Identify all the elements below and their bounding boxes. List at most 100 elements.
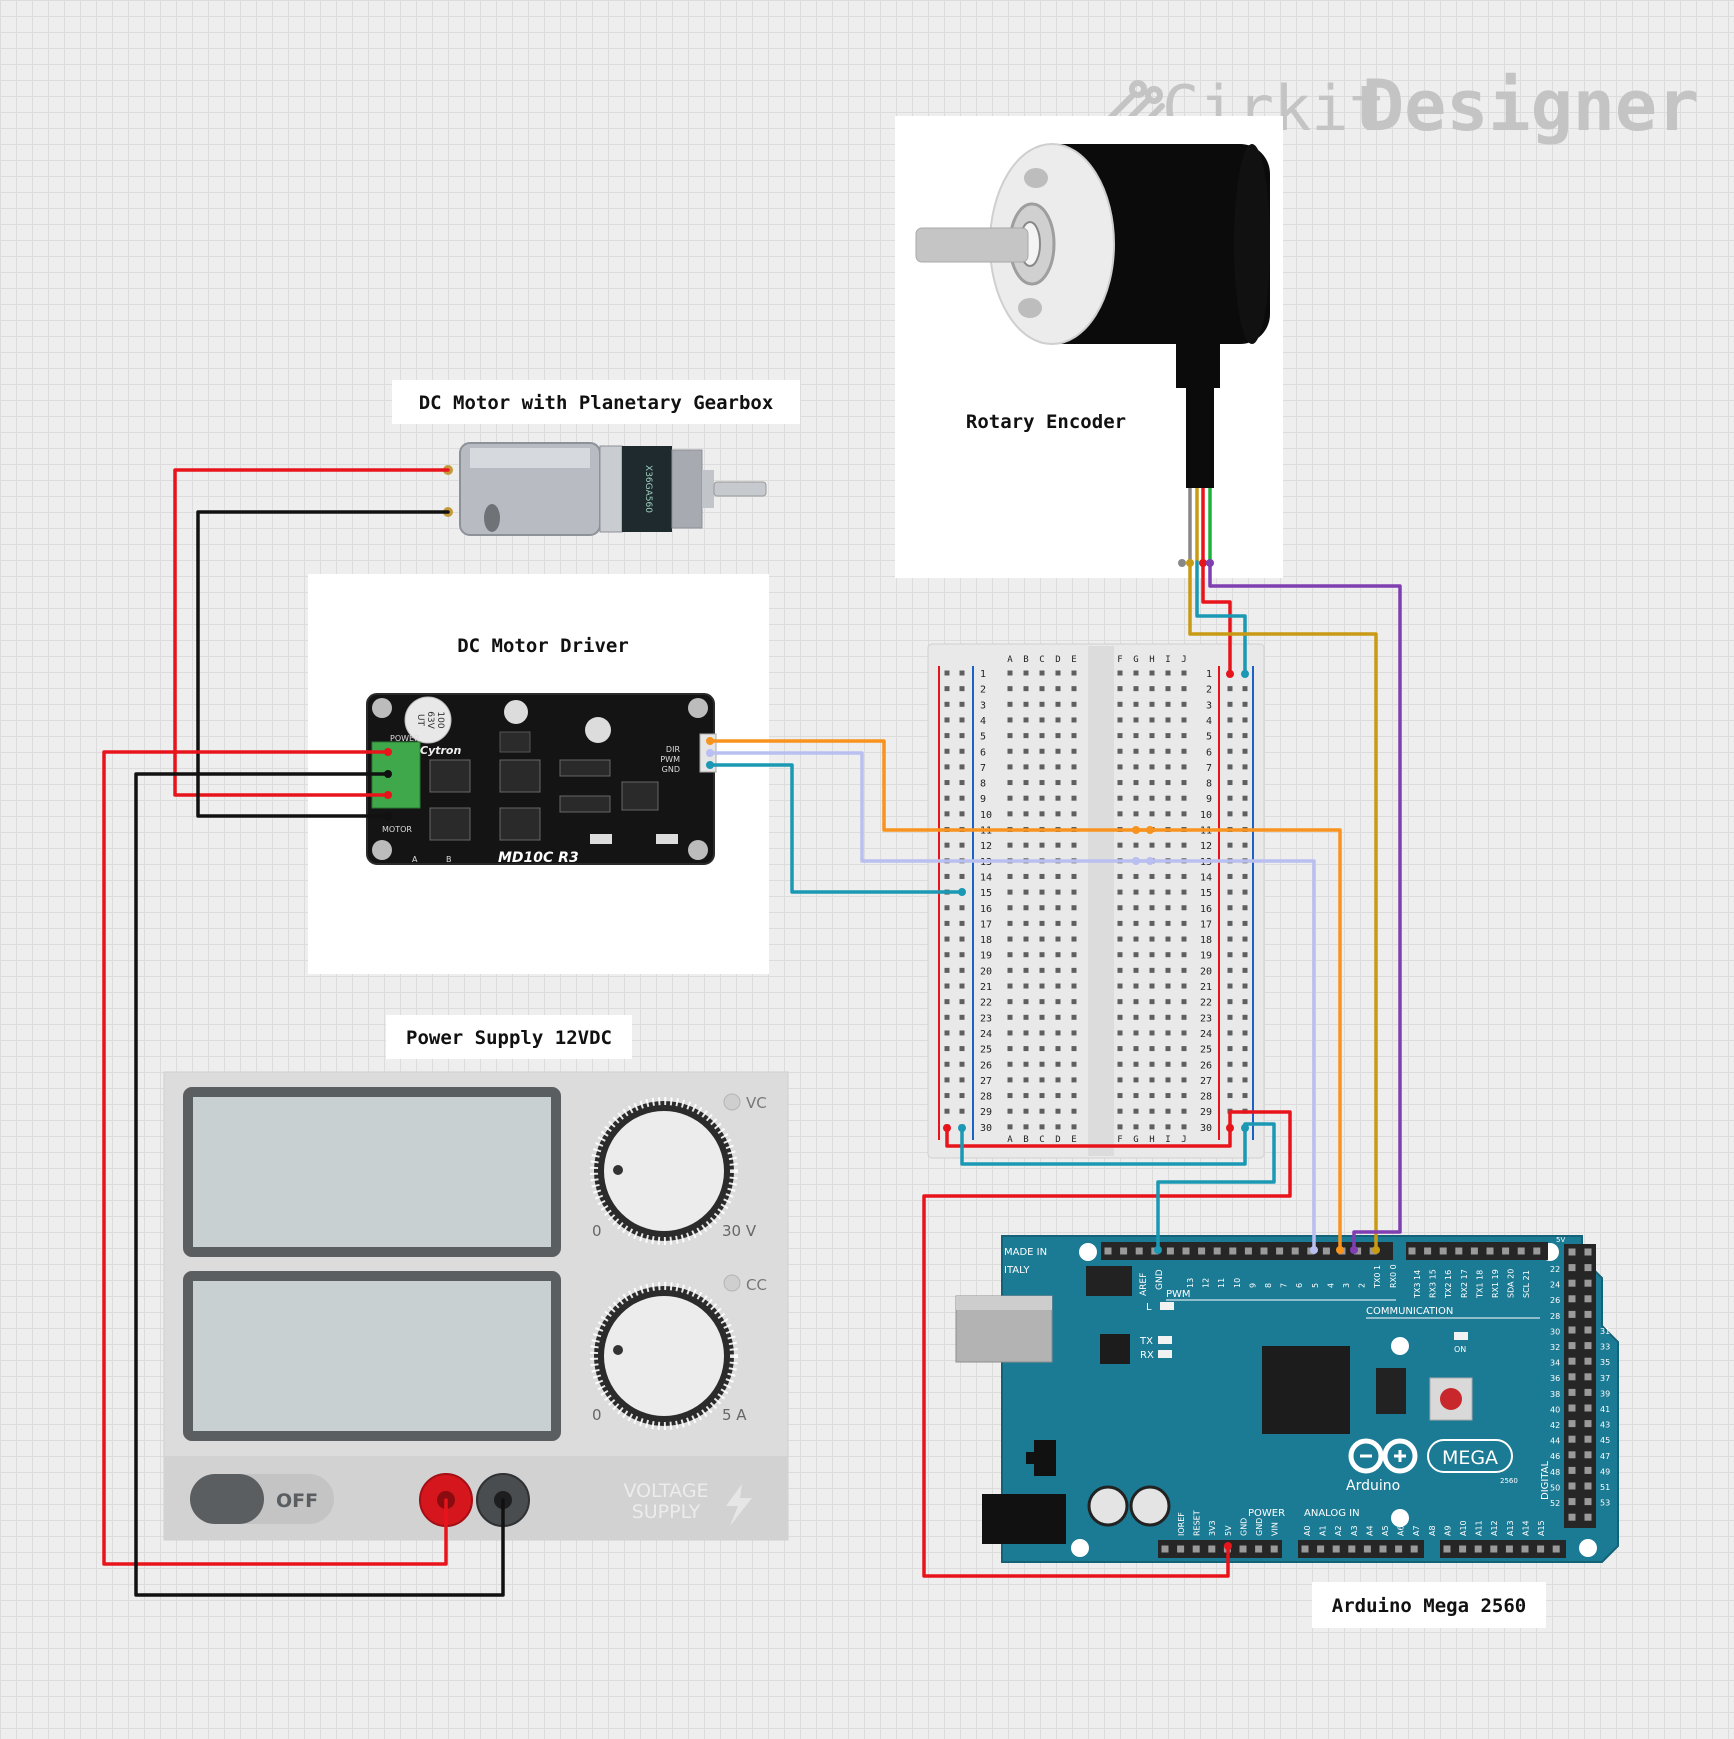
mega-header-pin[interactable] xyxy=(1584,1264,1592,1272)
mega-header-pin[interactable] xyxy=(1291,1247,1299,1255)
bb-hole[interactable] xyxy=(1227,920,1233,926)
bb-hole[interactable] xyxy=(1071,952,1077,958)
bb-hole[interactable] xyxy=(1023,780,1029,786)
mega-header-pin[interactable] xyxy=(1568,1373,1576,1381)
bb-hole[interactable] xyxy=(1117,873,1123,879)
bb-hole[interactable] xyxy=(1007,983,1013,989)
bb-hole[interactable] xyxy=(1071,1077,1077,1083)
mega-header-pin[interactable] xyxy=(1502,1247,1510,1255)
mega-header-pin[interactable] xyxy=(1363,1545,1371,1553)
mega-header-pin[interactable] xyxy=(1568,1310,1576,1318)
mega-barrel-jack[interactable] xyxy=(982,1494,1066,1544)
bb-hole[interactable] xyxy=(1181,842,1187,848)
bb-hole[interactable] xyxy=(1242,1030,1248,1036)
mega-header-pin[interactable] xyxy=(1270,1545,1278,1553)
wire-gnd-rail[interactable] xyxy=(960,1122,1276,1252)
mega-header-pin[interactable] xyxy=(1552,1545,1560,1553)
bb-hole[interactable] xyxy=(1149,1077,1155,1083)
mega-header-pin[interactable] xyxy=(1486,1247,1494,1255)
bb-hole[interactable] xyxy=(944,733,950,739)
bb-hole[interactable] xyxy=(1071,1046,1077,1052)
wire-driver-gnd[interactable] xyxy=(708,763,964,894)
bb-hole[interactable] xyxy=(1071,701,1077,707)
bb-hole[interactable] xyxy=(1149,1061,1155,1067)
bb-hole[interactable] xyxy=(1165,889,1171,895)
bb-hole[interactable] xyxy=(1149,1108,1155,1114)
bb-hole[interactable] xyxy=(1149,670,1155,676)
bb-hole[interactable] xyxy=(1039,936,1045,942)
bb-hole[interactable] xyxy=(1165,780,1171,786)
bb-hole[interactable] xyxy=(944,1108,950,1114)
bb-hole[interactable] xyxy=(1039,701,1045,707)
wire-pwm[interactable] xyxy=(708,751,1316,1252)
bb-hole[interactable] xyxy=(1055,889,1061,895)
mega-header-pin[interactable] xyxy=(1348,1545,1356,1553)
bb-hole[interactable] xyxy=(1181,1014,1187,1020)
bb-hole[interactable] xyxy=(1007,873,1013,879)
bb-hole[interactable] xyxy=(1149,967,1155,973)
bb-hole[interactable] xyxy=(944,701,950,707)
bb-hole[interactable] xyxy=(1165,1046,1171,1052)
bb-hole[interactable] xyxy=(944,1030,950,1036)
bb-hole[interactable] xyxy=(1242,1093,1248,1099)
mega-header-pin[interactable] xyxy=(1410,1545,1418,1553)
bb-hole[interactable] xyxy=(1071,795,1077,801)
mega-header-pin[interactable] xyxy=(1584,1435,1592,1443)
bb-hole[interactable] xyxy=(1023,1030,1029,1036)
bb-hole[interactable] xyxy=(1117,905,1123,911)
bb-hole[interactable] xyxy=(1242,811,1248,817)
wire-motor-minus[interactable] xyxy=(196,510,450,818)
mega-header-pin[interactable] xyxy=(1584,1295,1592,1303)
bb-hole[interactable] xyxy=(1071,842,1077,848)
bb-hole[interactable] xyxy=(1181,999,1187,1005)
bb-hole[interactable] xyxy=(1149,873,1155,879)
mega-header-pin[interactable] xyxy=(1568,1482,1576,1490)
mega-header-pin[interactable] xyxy=(1260,1247,1268,1255)
mega-header-pin[interactable] xyxy=(1584,1466,1592,1474)
mega-header-pin[interactable] xyxy=(1301,1545,1309,1553)
bb-hole[interactable] xyxy=(1007,811,1013,817)
bb-hole[interactable] xyxy=(1133,873,1139,879)
mega-header-pin[interactable] xyxy=(1244,1247,1252,1255)
wire-motor-plus[interactable] xyxy=(173,468,450,797)
bb-hole[interactable] xyxy=(1149,764,1155,770)
bb-hole[interactable] xyxy=(1227,905,1233,911)
bb-hole[interactable] xyxy=(944,920,950,926)
mega-header-pin[interactable] xyxy=(1470,1247,1478,1255)
bb-hole[interactable] xyxy=(1039,920,1045,926)
bb-hole[interactable] xyxy=(944,811,950,817)
bb-hole[interactable] xyxy=(1227,764,1233,770)
bb-hole[interactable] xyxy=(1023,905,1029,911)
bb-hole[interactable] xyxy=(1227,748,1233,754)
bb-hole[interactable] xyxy=(1165,920,1171,926)
bb-hole[interactable] xyxy=(1023,952,1029,958)
bb-hole[interactable] xyxy=(1007,1093,1013,1099)
bb-hole[interactable] xyxy=(1181,717,1187,723)
bb-hole[interactable] xyxy=(1149,936,1155,942)
bb-hole[interactable] xyxy=(1133,1108,1139,1114)
bb-hole[interactable] xyxy=(1181,1030,1187,1036)
bb-hole[interactable] xyxy=(1117,1061,1123,1067)
bb-hole[interactable] xyxy=(1007,717,1013,723)
mega-header-pin[interactable] xyxy=(1161,1545,1169,1553)
wire-5v-rail[interactable] xyxy=(922,1110,1292,1578)
bb-hole[interactable] xyxy=(1227,1030,1233,1036)
bb-hole[interactable] xyxy=(1149,920,1155,926)
bb-hole[interactable] xyxy=(1149,1093,1155,1099)
bb-hole[interactable] xyxy=(1149,983,1155,989)
bb-hole[interactable] xyxy=(1133,780,1139,786)
mega-header-pin[interactable] xyxy=(1584,1420,1592,1428)
bb-hole[interactable] xyxy=(1071,717,1077,723)
bb-hole[interactable] xyxy=(944,999,950,1005)
bb-hole[interactable] xyxy=(1227,967,1233,973)
bb-hole[interactable] xyxy=(1227,686,1233,692)
bb-hole[interactable] xyxy=(1133,983,1139,989)
bb-hole[interactable] xyxy=(1007,795,1013,801)
bb-hole[interactable] xyxy=(1165,999,1171,1005)
wire-dir[interactable] xyxy=(708,739,1342,1252)
bb-hole[interactable] xyxy=(1149,748,1155,754)
bb-hole[interactable] xyxy=(1242,748,1248,754)
bb-hole[interactable] xyxy=(1039,842,1045,848)
bb-hole[interactable] xyxy=(1117,733,1123,739)
bb-hole[interactable] xyxy=(1071,905,1077,911)
